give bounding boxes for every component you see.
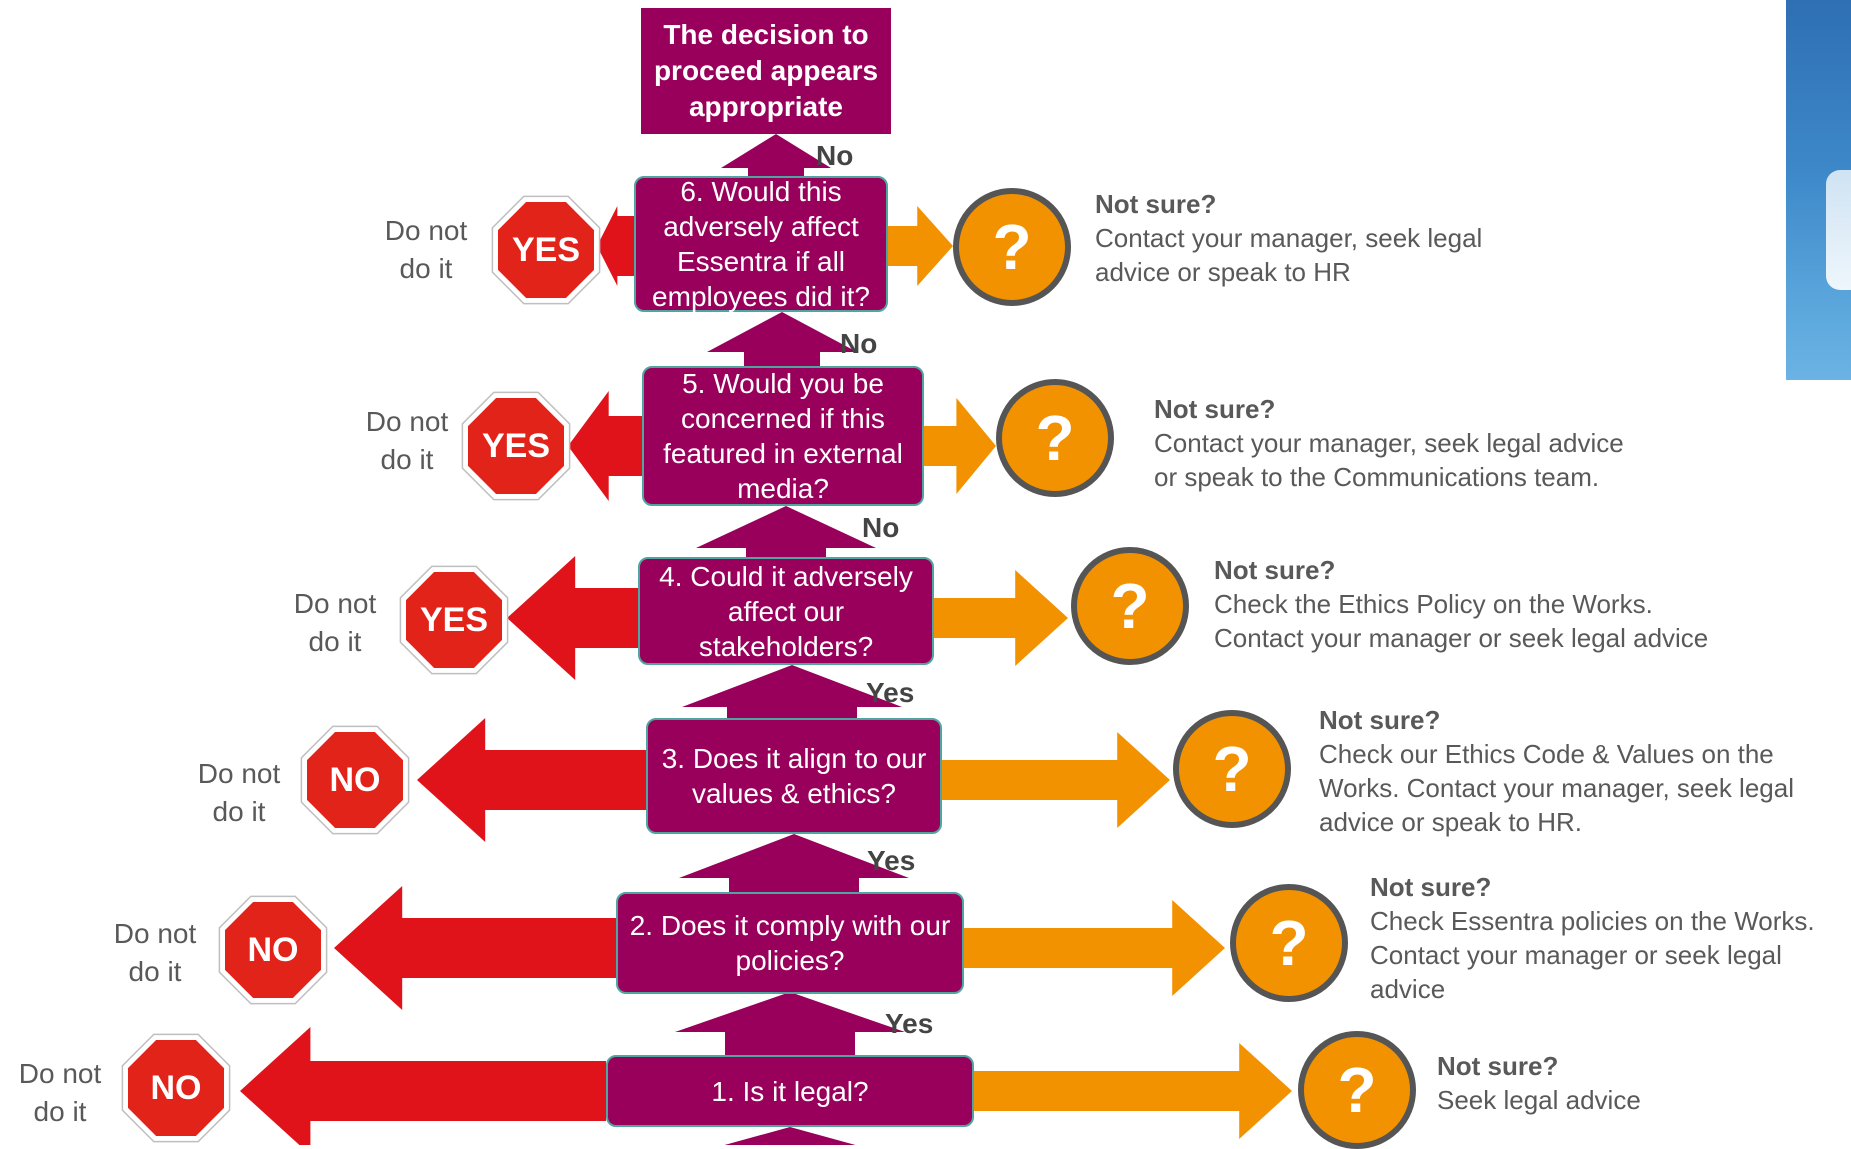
question-text-3: 3. Does it align to our values & ethics?: [661, 743, 927, 809]
unsure-title-2: Not sure?: [1370, 872, 1492, 902]
question-mark-icon: ?: [996, 379, 1114, 497]
do-not-label-3: Do not do it: [197, 758, 281, 827]
question-box-3: 3. Does it align to our values & ethics?: [646, 718, 942, 834]
next-label-2: Yes: [867, 845, 916, 876]
unsure-guidance-2: Not sure? Check Essentra policies on the …: [1370, 870, 1815, 1006]
stop-sign-label-2: NO: [247, 930, 299, 969]
question-text-2: 2. Does it comply with our policies?: [629, 910, 951, 976]
unsure-arrow-5: [924, 398, 996, 494]
stop-sign-label-4: YES: [419, 600, 489, 639]
stop-sign-label-5: YES: [481, 426, 551, 465]
stop-sign-label-1: NO: [150, 1068, 202, 1107]
unsure-guidance-6: Not sure? Contact your manager, seek lega…: [1095, 187, 1482, 289]
question-box-2: 2. Does it comply with our policies?: [616, 892, 964, 994]
no-go-arrow-3: [417, 718, 646, 842]
unsure-arrow-1: [974, 1043, 1292, 1139]
no-go-arrow-5: [568, 391, 642, 501]
photo-fragment: [1786, 0, 1851, 380]
unsure-title-6: Not sure?: [1095, 189, 1217, 219]
unsure-guidance-1: Not sure? Seek legal advice: [1437, 1049, 1641, 1117]
unsure-text-6: Contact your manager, seek legal advice …: [1095, 223, 1483, 287]
unsure-arrow-3: [942, 732, 1170, 828]
stop-sign-icon: YES: [396, 562, 512, 678]
stop-sign-icon: NO: [297, 722, 413, 838]
no-go-arrow-6: [597, 206, 634, 286]
stop-sign-icon: NO: [118, 1030, 234, 1146]
question-text-5: 5. Would you be concerned if this featur…: [663, 368, 903, 504]
next-label-3: Yes: [866, 677, 915, 708]
next-label-1: Yes: [885, 1008, 934, 1039]
question-mark-icon: ?: [1298, 1031, 1416, 1149]
question-mark-icon: ?: [953, 188, 1071, 306]
photo-highlight: [1826, 170, 1851, 290]
next-label-4: No: [862, 512, 900, 543]
question-text-4: 4. Could it adversely affect our stakeho…: [659, 560, 913, 662]
question-mark-icon: ?: [1230, 884, 1348, 1002]
do-not-label-5: Do not do it: [365, 406, 449, 475]
do-not-label-1: Do not do it: [18, 1058, 102, 1127]
unsure-guidance-4: Not sure? Check the Ethics Policy on the …: [1214, 553, 1708, 655]
next-label-5: No: [840, 328, 878, 359]
unsure-title-3: Not sure?: [1319, 705, 1441, 735]
question-mark-icon: ?: [1173, 710, 1291, 828]
up-arrow-1: [675, 992, 905, 1055]
do-not-label-2: Do not do it: [113, 918, 197, 987]
question-box-4: 4. Could it adversely affect our stakeho…: [638, 557, 934, 665]
unsure-guidance-5: Not sure? Contact your manager, seek lega…: [1154, 392, 1624, 494]
stop-sign-icon: YES: [488, 192, 604, 308]
decision-appropriate-text: The decision to proceed appears appropri…: [653, 19, 879, 122]
unsure-arrow-2: [964, 900, 1225, 996]
question-text-6: 6. Would this adversely affect Essentra …: [652, 176, 870, 312]
question-text-1: 1. Is it legal?: [711, 1075, 869, 1107]
up-arrow-3: [682, 665, 902, 718]
stop-sign-label-6: YES: [511, 230, 581, 269]
no-go-arrow-1: [240, 1027, 606, 1145]
up-arrow-4: [696, 506, 876, 557]
no-go-arrow-2: [334, 886, 616, 1010]
unsure-title-4: Not sure?: [1214, 555, 1336, 585]
do-not-label-4: Do not do it: [293, 588, 377, 657]
up-arrow-0: [724, 1127, 856, 1145]
unsure-arrow-6: [888, 206, 953, 286]
do-not-label-6: Do not do it: [384, 215, 468, 284]
question-mark-icon: ?: [1071, 547, 1189, 665]
up-arrow-2: [679, 834, 909, 892]
no-go-arrow-4: [507, 556, 638, 680]
next-label-6: No: [816, 140, 854, 171]
question-box-5: 5. Would you be concerned if this featur…: [642, 366, 924, 506]
unsure-text-4: Check the Ethics Policy on the Works. Co…: [1214, 589, 1709, 653]
stop-sign-icon: NO: [215, 892, 331, 1008]
stop-sign-label-3: NO: [329, 760, 381, 799]
unsure-guidance-3: Not sure? Check our Ethics Code & Values …: [1319, 703, 1794, 839]
up-arrow-5: [707, 312, 857, 366]
decision-appropriate-box: The decision to proceed appears appropri…: [641, 8, 891, 134]
question-box-1: 1. Is it legal?: [606, 1055, 974, 1127]
question-box-6: 6. Would this adversely affect Essentra …: [634, 176, 888, 312]
unsure-arrow-4: [934, 570, 1068, 666]
unsure-text-1: Seek legal advice: [1437, 1085, 1641, 1115]
unsure-text-5: Contact your manager, seek legal advice …: [1154, 428, 1624, 492]
unsure-text-2: Check Essentra policies on the Works. Co…: [1370, 906, 1815, 1004]
unsure-text-3: Check our Ethics Code & Values on the Wo…: [1319, 739, 1794, 837]
up-arrow-6: [721, 134, 831, 176]
unsure-title-5: Not sure?: [1154, 394, 1276, 424]
stop-sign-icon: YES: [458, 388, 574, 504]
unsure-title-1: Not sure?: [1437, 1051, 1559, 1081]
